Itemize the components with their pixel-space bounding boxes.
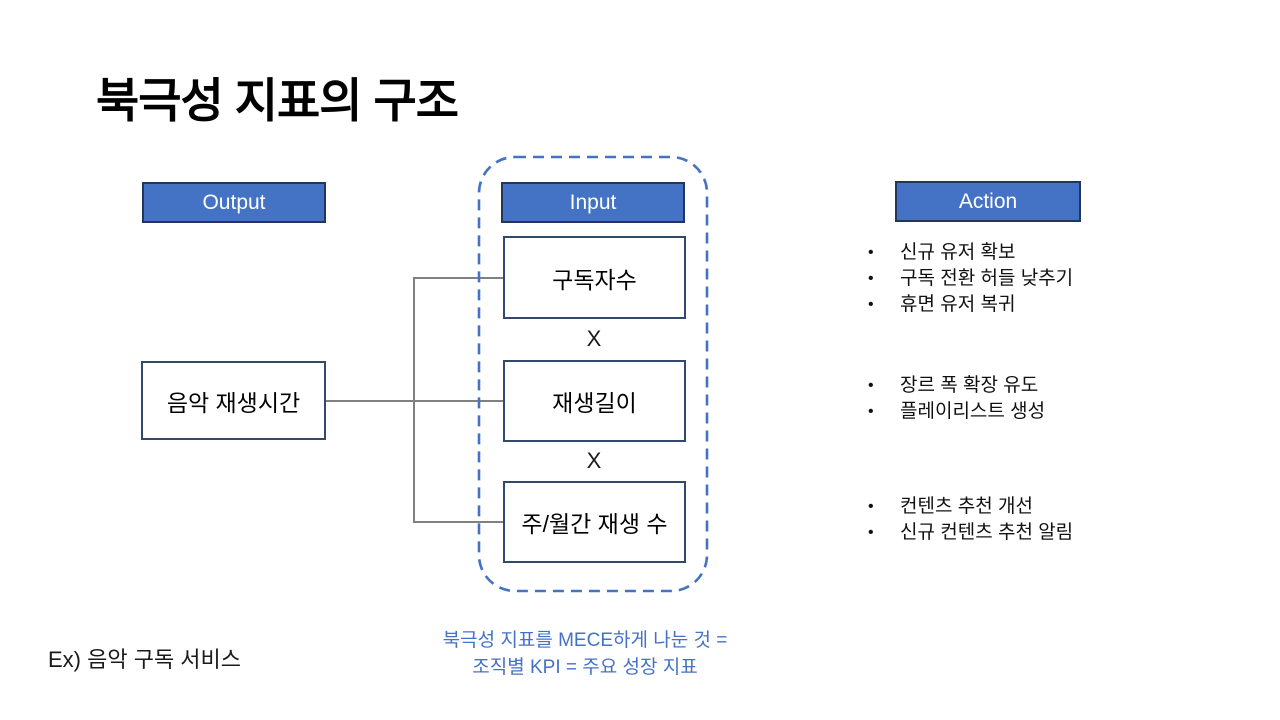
multiply-operator-2: X [586,448,602,473]
bullet-icon: • [868,524,874,541]
connector-line-vertical [413,277,415,522]
action-group-recommendation: • 컨텐츠 추천 개선 • 신규 컨텐츠 추천 알림 [862,494,1192,546]
action-item-label: 신규 컨텐츠 추천 알림 [900,522,1074,543]
list-item: • 컨텐츠 추천 개선 [862,494,1192,520]
header-input: Input [501,182,685,223]
input-box-play-length: 재생길이 [503,360,686,442]
bullet-icon: • [868,498,874,515]
input-box-subscribers: 구독자수 [503,236,686,319]
action-item-label: 휴면 유저 복귀 [900,294,1016,315]
input-box-subscribers-label: 구독자수 [552,266,637,293]
input-box-play-count-label: 주/월간 재생 수 [521,511,668,537]
bullet-icon: • [868,403,874,420]
action-item-label: 신규 유저 확보 [900,242,1016,263]
action-item-label: 플레이리스트 생성 [900,401,1046,422]
bullet-icon: • [868,296,874,313]
output-metric-label: 음악 재생시간 [166,389,301,416]
action-item-label: 장르 폭 확장 유도 [900,375,1039,396]
bullet-icon: • [868,244,874,261]
action-group-acquisition: • 신규 유저 확보 • 구독 전환 허들 낮추기 • 휴면 유저 복귀 [862,240,1192,318]
list-item: • 신규 컨텐츠 추천 알림 [862,520,1192,546]
header-output-label: Output [202,190,266,214]
list-item: • 휴면 유저 복귀 [862,292,1192,318]
slide-title: 북극성 지표의 구조 [96,74,459,127]
action-item-label: 구독 전환 허들 낮추기 [900,268,1074,289]
list-item: • 플레이리스트 생성 [862,399,1192,425]
list-item: • 장르 폭 확장 유도 [862,373,1192,399]
list-item: • 신규 유저 확보 [862,240,1192,266]
header-output: Output [142,182,326,223]
input-box-play-length-label: 재생길이 [552,390,637,416]
connector-line-bottom [413,521,503,523]
example-label: Ex) 음악 구독 서비스 [48,647,242,672]
header-input-label: Input [569,190,617,214]
bullet-icon: • [868,377,874,394]
list-item: • 구독 전환 허들 낮추기 [862,266,1192,292]
bullet-icon: • [868,270,874,287]
header-action-label: Action [958,189,1018,213]
output-metric-box: 음악 재생시간 [141,361,326,440]
input-box-play-count: 주/월간 재생 수 [503,481,686,563]
action-group-engagement: • 장르 폭 확장 유도 • 플레이리스트 생성 [862,373,1192,425]
bottom-caption: 북극성 지표를 MECE하게 나눈 것 = 조직별 KPI = 주요 성장 지표 [405,627,765,681]
action-item-label: 컨텐츠 추천 개선 [900,496,1033,517]
bottom-caption-line2: 조직별 KPI = 주요 성장 지표 [472,657,698,678]
header-action: Action [895,181,1081,222]
dashed-outline-shape [477,155,709,593]
input-group-dashed-outline [477,155,709,593]
connector-line-top [413,277,503,279]
bottom-caption-line1: 북극성 지표를 MECE하게 나눈 것 = [442,630,728,651]
multiply-operator-1: X [586,326,602,351]
